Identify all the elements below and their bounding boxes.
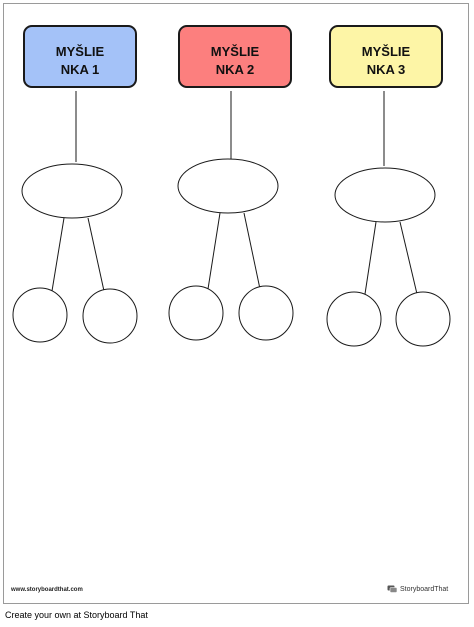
column-2: MYŠLIE NKA 2 bbox=[168, 25, 294, 341]
connector-oval-to-left-circle-3 bbox=[364, 221, 377, 295]
title-box-1[interactable] bbox=[23, 25, 137, 88]
center-oval-2[interactable] bbox=[177, 158, 279, 214]
title-box-3-line2: NKA 3 bbox=[367, 62, 406, 77]
detail-circle-3b[interactable] bbox=[395, 291, 451, 347]
title-box-2-line2: NKA 2 bbox=[216, 62, 255, 77]
connector-oval-to-right-circle-2 bbox=[243, 212, 261, 290]
column-1: MYŠLIE NKA 1 bbox=[12, 25, 138, 344]
worksheet-page: MYŠLIE NKA 1 MYŠLIE NKA 2 MYŠLIE NKA 3 bbox=[3, 3, 469, 604]
center-oval-1[interactable] bbox=[21, 163, 123, 219]
connector-oval-to-right-circle-3 bbox=[399, 221, 418, 295]
detail-circle-1a[interactable] bbox=[12, 287, 68, 343]
connector-oval-to-right-circle-1 bbox=[87, 217, 105, 292]
connector-oval-to-left-circle-2 bbox=[207, 212, 221, 290]
title-box-2-line1: MYŠLIE bbox=[211, 44, 260, 59]
detail-circle-2a[interactable] bbox=[168, 285, 224, 341]
storyboard-logo-icon bbox=[387, 585, 398, 593]
title-box-1-line2: NKA 1 bbox=[61, 62, 100, 77]
center-oval-3[interactable] bbox=[334, 167, 436, 223]
brand-logo[interactable]: StoryboardThat bbox=[387, 585, 448, 593]
detail-circle-1b[interactable] bbox=[82, 288, 138, 344]
brand-name: StoryboardThat bbox=[400, 585, 449, 593]
title-box-3-line1: MYŠLIE bbox=[362, 44, 411, 59]
connector-oval-to-left-circle-1 bbox=[51, 217, 65, 292]
title-box-2[interactable] bbox=[178, 25, 292, 88]
create-caption-link[interactable]: Create your own at Storyboard That bbox=[5, 610, 148, 620]
detail-circle-3a[interactable] bbox=[326, 291, 382, 347]
detail-circle-2b[interactable] bbox=[238, 285, 294, 341]
mind-map-diagram: MYŠLIE NKA 1 MYŠLIE NKA 2 MYŠLIE NKA 3 bbox=[12, 25, 451, 347]
column-3: MYŠLIE NKA 3 bbox=[326, 25, 451, 347]
title-box-1-line1: MYŠLIE bbox=[56, 44, 105, 59]
title-box-3[interactable] bbox=[329, 25, 443, 88]
footer-url[interactable]: www.storyboardthat.com bbox=[11, 587, 83, 593]
